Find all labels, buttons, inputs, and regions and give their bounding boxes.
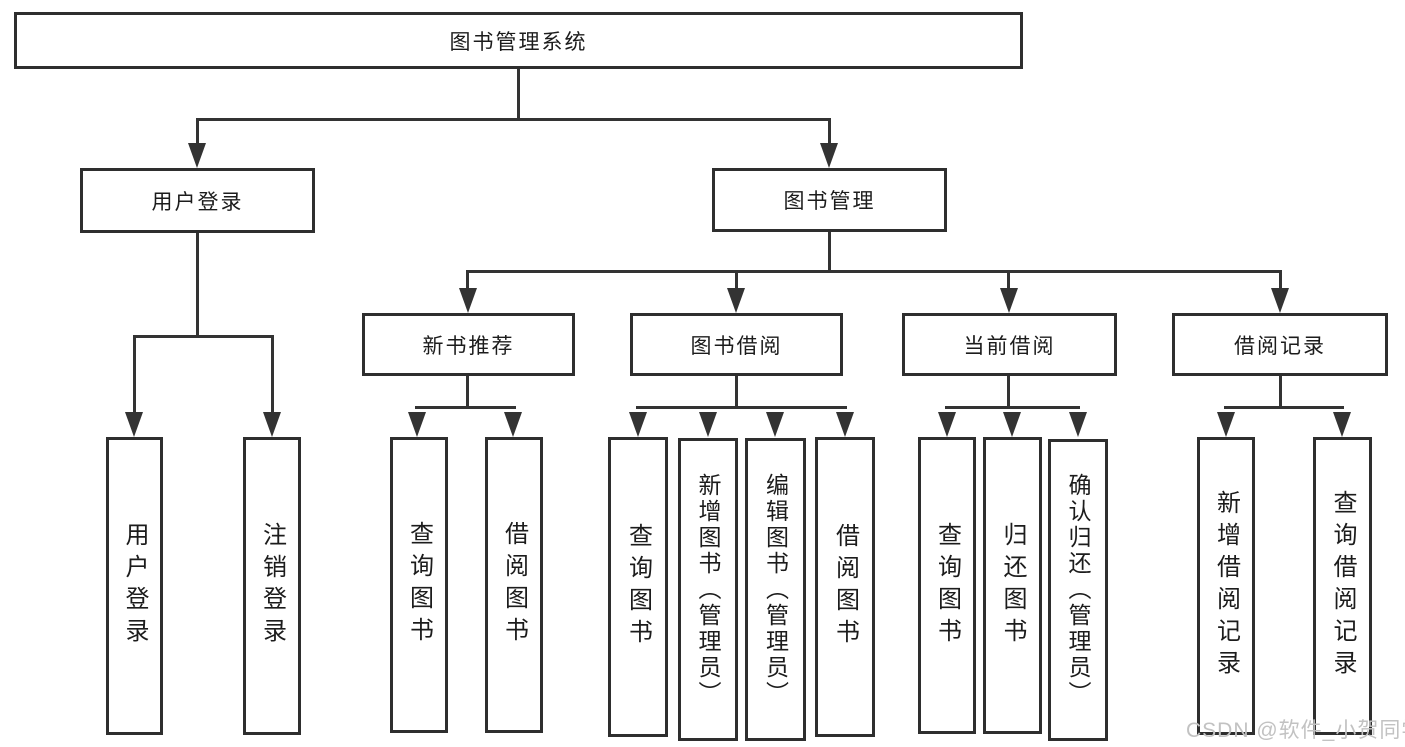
node-book-management: 图书管理 [712, 168, 947, 232]
arrow-down-icon [727, 288, 745, 313]
leaf-label: 归还图书 [999, 521, 1026, 650]
arrow-down-icon [125, 412, 143, 437]
connector-rail [1224, 406, 1344, 409]
arrow-down-icon [820, 143, 838, 168]
arrow-down-icon [1217, 412, 1235, 437]
leaf-label: 注销登录 [258, 522, 286, 650]
node-label: 借阅记录 [1234, 334, 1326, 358]
leaf-label: 用户登录 [121, 522, 148, 650]
node-label: 图书借阅 [690, 334, 783, 358]
leaf-label: 借阅图书 [500, 521, 528, 649]
arrow-down-icon [459, 288, 477, 313]
connector-stem [196, 118, 199, 146]
connector-stem [1279, 376, 1282, 409]
connector-stem [1007, 270, 1010, 292]
arrow-down-icon [766, 412, 784, 437]
leaf-query-books-borrow: 查询图书 [608, 437, 668, 737]
leaf-borrow-books: 借阅图书 [815, 437, 875, 737]
connector-stem [271, 335, 274, 415]
node-new-book-recommend: 新书推荐 [362, 313, 575, 376]
arrow-down-icon [188, 143, 206, 168]
arrow-down-icon [938, 412, 956, 437]
leaf-label: 新增借阅记录 [1212, 490, 1240, 682]
leaf-return-books: 归还图书 [983, 437, 1042, 734]
connector-level2-rail [196, 118, 831, 121]
leaf-user-login: 用户登录 [106, 437, 163, 735]
leaf-label: 查询图书 [405, 521, 433, 649]
connector-rail [945, 406, 1080, 409]
arrow-down-icon [699, 412, 717, 437]
node-user-login: 用户登录 [80, 168, 315, 233]
node-book-borrow: 图书借阅 [630, 313, 843, 376]
leaf-label: 查询借阅记录 [1329, 490, 1356, 682]
node-label: 用户登录 [151, 190, 244, 214]
connector-level3-rail [466, 270, 1282, 273]
arrow-down-icon [836, 412, 854, 437]
node-borrow-records: 借阅记录 [1172, 313, 1388, 376]
arrow-down-icon [1003, 412, 1021, 437]
arrow-down-icon [263, 412, 281, 437]
node-root-label: 图书管理系统 [449, 30, 588, 54]
leaf-query-borrow-record: 查询借阅记录 [1313, 437, 1372, 735]
leaf-query-books-current: 查询图书 [918, 437, 976, 734]
node-current-borrow: 当前借阅 [902, 313, 1117, 376]
arrow-down-icon [408, 412, 426, 437]
leaf-label: 编辑图书（管理员） [762, 472, 789, 707]
leaf-label: 确认归还（管理员） [1065, 473, 1091, 707]
connector-stem [1279, 270, 1282, 292]
connector-stem [828, 232, 831, 272]
connector-rail [133, 335, 274, 338]
node-root: 图书管理系统 [14, 12, 1023, 69]
connector-stem [735, 376, 738, 409]
leaf-label: 查询图书 [933, 521, 961, 650]
leaf-label: 借阅图书 [831, 523, 859, 651]
node-label: 图书管理 [783, 190, 876, 213]
leaf-logout: 注销登录 [243, 437, 301, 735]
connector-stem [828, 118, 831, 146]
leaf-add-borrow-record: 新增借阅记录 [1197, 437, 1255, 735]
connector-root-stem [517, 69, 520, 118]
arrow-down-icon [1000, 288, 1018, 313]
leaf-edit-book-admin: 编辑图书（管理员） [745, 438, 806, 741]
connector-stem [466, 376, 469, 409]
connector-rail [636, 406, 847, 409]
arrow-down-icon [629, 412, 647, 437]
leaf-label: 新增图书（管理员） [695, 472, 721, 707]
leaf-label: 查询图书 [624, 523, 652, 651]
connector-stem [735, 270, 738, 292]
arrow-down-icon [1069, 412, 1087, 437]
node-label: 新书推荐 [422, 334, 515, 358]
arrow-down-icon [1271, 288, 1289, 313]
connector-stem [466, 270, 469, 292]
connector-stem [133, 335, 136, 415]
leaf-query-books-recommend: 查询图书 [390, 437, 448, 733]
connector-stem [196, 233, 199, 335]
arrow-down-icon [504, 412, 522, 437]
connector-rail [415, 406, 516, 409]
node-label: 当前借阅 [963, 334, 1056, 358]
leaf-confirm-return-admin: 确认归还（管理员） [1048, 439, 1108, 741]
leaf-add-book-admin: 新增图书（管理员） [678, 438, 738, 741]
connector-stem [1007, 376, 1010, 409]
watermark: CSDN @软件_小贺同学 [1186, 719, 1405, 742]
arrow-down-icon [1333, 412, 1351, 437]
leaf-borrow-books-recommend: 借阅图书 [485, 437, 543, 733]
